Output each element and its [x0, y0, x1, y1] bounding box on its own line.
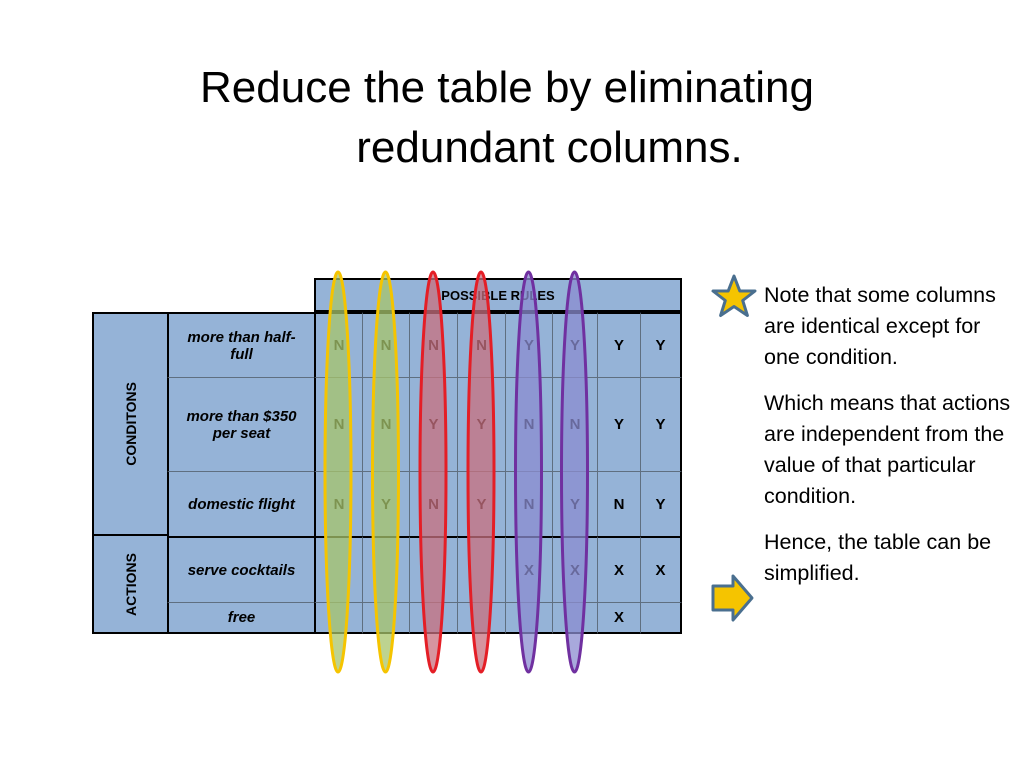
rule-cell: Y: [640, 471, 682, 536]
slide-title: Reduce the table by eliminating redundan…: [0, 58, 1024, 178]
note-paragraph-1: Note that some columns are identical exc…: [764, 283, 996, 369]
rule-cell: X: [640, 536, 682, 602]
rule-cell: Y: [597, 312, 640, 377]
rule-cell: X: [597, 602, 640, 634]
rule-cell: Y: [597, 377, 640, 471]
title-line-1: Reduce the table by eliminating: [200, 63, 814, 112]
explanation-note: Note that some columns are identical exc…: [764, 280, 1014, 604]
title-line-2: redundant columns.: [356, 123, 743, 172]
row-label: serve cocktails: [167, 536, 314, 602]
row-label: free: [167, 602, 314, 634]
row-label: more than half-full: [167, 312, 314, 377]
row-label: more than $350 per seat: [167, 377, 314, 471]
conditions-group-label: CONDITONS: [92, 312, 167, 536]
column-highlight-ellipse: [323, 270, 353, 674]
rule-cell: Y: [640, 377, 682, 471]
row-label: domestic flight: [167, 471, 314, 536]
column-highlight-ellipse: [514, 270, 543, 674]
column-highlight-ellipse: [560, 270, 589, 674]
note-paragraph-3: Hence, the table can be simplified.: [764, 530, 992, 585]
note-paragraph-2: Which means that actions are independent…: [764, 391, 1011, 508]
rule-cell: N: [597, 471, 640, 536]
rule-cell: [640, 602, 682, 634]
actions-group-label: ACTIONS: [92, 536, 167, 634]
column-highlight-ellipse: [418, 270, 448, 674]
column-highlight-ellipse: [466, 270, 496, 674]
rule-cell: Y: [640, 312, 682, 377]
rule-cell: X: [597, 536, 640, 602]
column-highlight-ellipse: [371, 270, 400, 674]
